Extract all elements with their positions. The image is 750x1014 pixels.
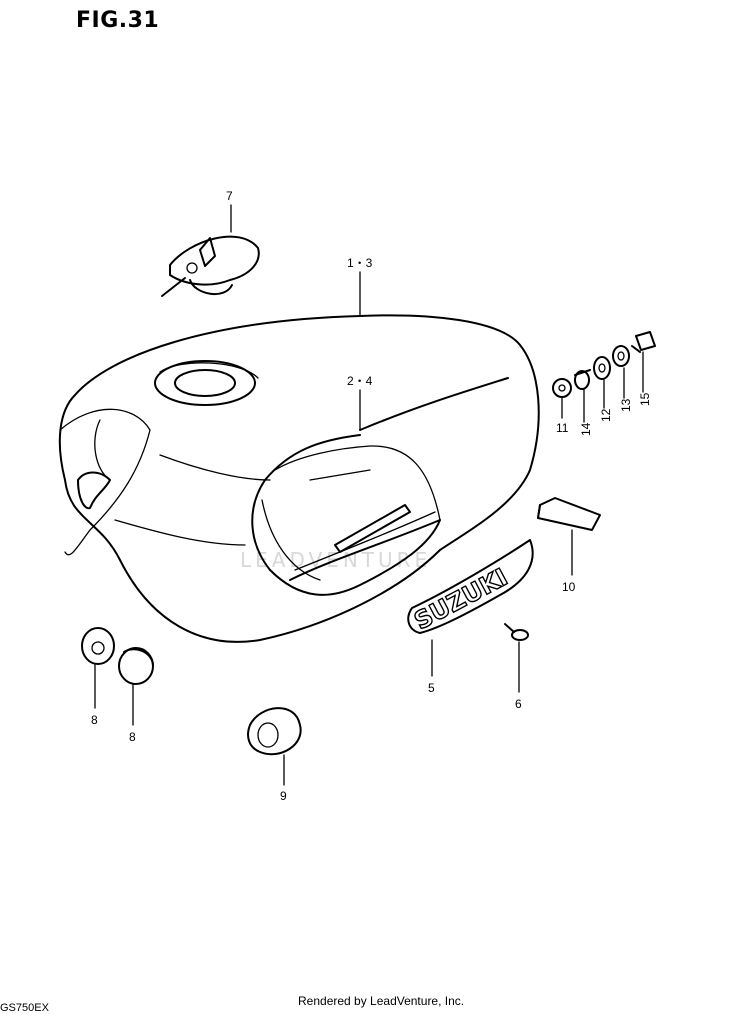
callout-13: 13 — [619, 398, 633, 412]
watermark: LEADVENTURE — [240, 548, 432, 572]
model-code: GS750EX — [0, 1002, 49, 1014]
callout-11: 11 — [556, 421, 569, 435]
callout-14: 14 — [579, 422, 593, 436]
grommet-8b[interactable] — [118, 647, 154, 685]
footer-credit: Rendered by LeadVenture, Inc. — [298, 994, 465, 1008]
callout-9: 9 — [280, 789, 287, 803]
grommet-8a[interactable] — [81, 627, 115, 665]
callout-8b: 8 — [129, 730, 136, 744]
callout-12: 12 — [599, 408, 613, 422]
callout-6: 6 — [515, 697, 522, 711]
emblem-text: SUZUKI — [410, 563, 513, 635]
emblem-screw[interactable] — [504, 623, 529, 641]
collar-14[interactable] — [574, 369, 591, 390]
callout-8a: 8 — [91, 713, 98, 727]
fuel-cap[interactable] — [161, 235, 260, 297]
washer-13[interactable] — [612, 345, 630, 367]
bolt-15[interactable] — [631, 331, 656, 353]
callout-15: 15 — [638, 392, 652, 406]
grommet-9[interactable] — [247, 707, 302, 756]
washer-12[interactable] — [593, 356, 611, 380]
callout-5: 5 — [428, 681, 435, 695]
damper-11[interactable] — [552, 378, 572, 398]
callout-10: 10 — [562, 580, 576, 594]
figure-title: FIG.31 — [76, 8, 160, 33]
leader-lines — [94, 204, 644, 786]
callout-2-4: 2・4 — [347, 374, 373, 388]
callout-1-3: 1・3 — [347, 256, 373, 270]
cushion-block[interactable] — [537, 497, 601, 531]
callout-7: 7 — [226, 189, 233, 203]
suzuki-emblem[interactable]: SUZUKI — [407, 539, 534, 636]
